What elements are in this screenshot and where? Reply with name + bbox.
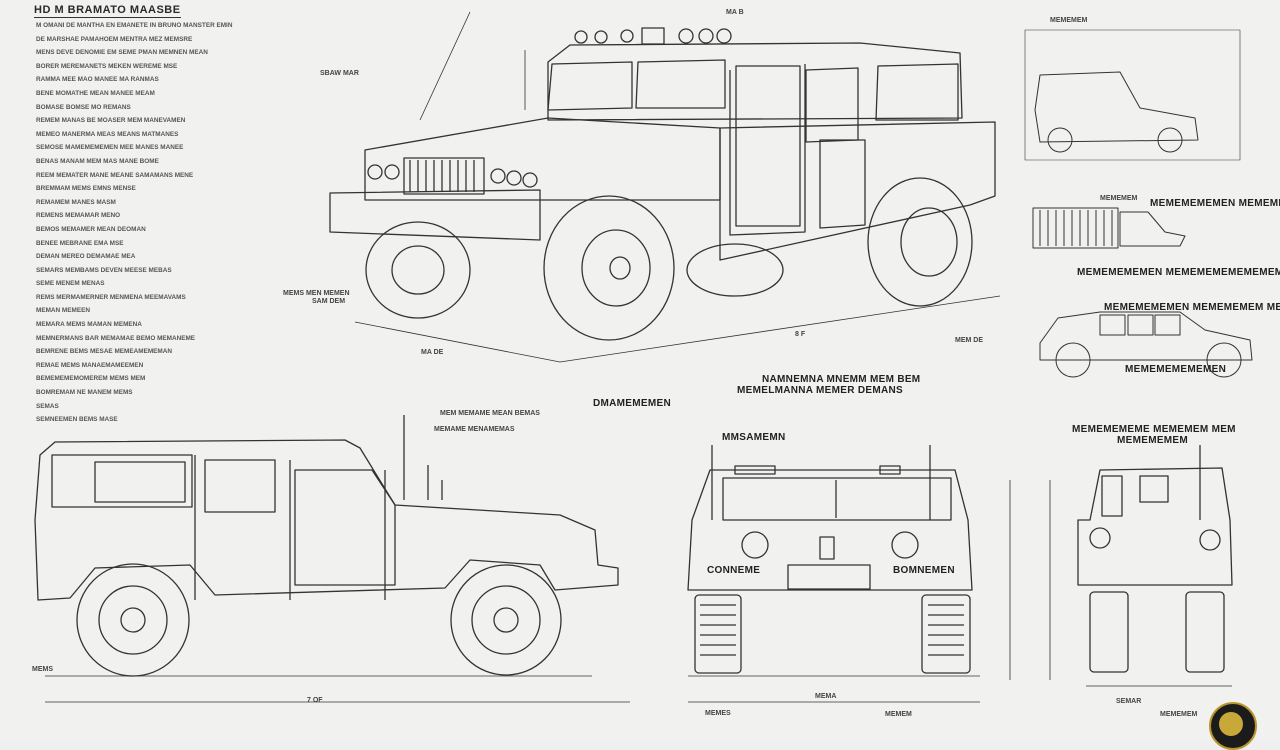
spec-line: M OMANI DE MANTHA EN EMANETE IN BRUNO MA… xyxy=(36,22,233,29)
rear-dimension: SEMAR xyxy=(1116,698,1142,705)
spec-line: REMEM MANAS BE MOASER MEM MANEVAMEN xyxy=(36,117,186,125)
front-wheel-right-label: BOMNEMEN xyxy=(893,565,955,576)
seal-center xyxy=(1219,712,1243,736)
rear-view-subtitle: MEMEMEMEM xyxy=(1117,435,1189,446)
spec-line: SEMOSE MAMEMEMEMEN MEE MANES MANEE xyxy=(36,144,184,152)
side-dimension: 7 OF xyxy=(307,697,323,704)
spec-line: MEMNERMANS BAR MEMAMAE BEMO MEMANEME xyxy=(36,334,196,342)
spec-line: MEMAN MEMEEN xyxy=(36,307,90,315)
rear-view-vehicle xyxy=(1077,445,1233,687)
front-note-1: NAMNEMNA MNEMM MEM BEM xyxy=(762,374,921,385)
side-view-vehicle xyxy=(34,415,630,703)
inset-title-3: MEMEMEMEMEN MEMEMEMEM MEMAN xyxy=(1104,302,1280,313)
spec-line: DEMAN MEREO DEMAMAE MEA xyxy=(36,253,136,261)
side-note-2: MEMAME MENAMEMAS xyxy=(434,426,515,433)
front-foot: MEMES xyxy=(705,710,731,717)
spec-line: BORER MEREMANETS MEKEN WEREME MSE xyxy=(36,62,178,70)
spec-line: SEME MENEM MENAS xyxy=(36,280,105,288)
spec-line: BENAS MANAM MEM MAS MANE BOME xyxy=(36,157,159,165)
wheel-label: SBAW MAR xyxy=(320,70,359,77)
spec-line: MENS DEVE DENOMIE EM SEME PMAN MEMNEN ME… xyxy=(36,49,208,57)
spec-line: BEMOS MEMAMER MEAN DEOMAN xyxy=(36,225,146,233)
spec-line: BENEE MEBRANE EMA MSE xyxy=(36,239,124,247)
spec-list: M OMANI DE MANTHA EN EMANETE IN BRUNO MA… xyxy=(36,22,356,430)
perspective-vehicle xyxy=(329,11,1001,363)
inset-views xyxy=(1024,29,1253,378)
front-dimension: MEMA xyxy=(815,693,837,700)
spec-line: MEMEO MANERMA MEAS MEANS MATMANES xyxy=(36,130,179,138)
inset-title-4: MEMEMEMEMEMEN xyxy=(1125,364,1227,375)
bottom-mid-dimension: MEMEM xyxy=(885,711,912,718)
spec-line: BREMMAM MEMS EMNS MENSE xyxy=(36,185,136,193)
rear-view-title: MEMEMEMEME MEMEMEM MEM xyxy=(1072,424,1236,435)
spec-line: REEM MEMATER MANE MEANE SAMAMANS MENE xyxy=(36,171,194,179)
spec-line: SEMNEEMEN BEMS MASE xyxy=(36,416,118,424)
spec-line: REMENS MEMAMAR MENO xyxy=(36,212,121,220)
front-view-title: MMSAMEMN xyxy=(722,432,786,443)
spec-line: DE MARSHAE PAMAHOEM MENTRA MEZ MEMSRE xyxy=(36,35,193,43)
inset-foot: MEMEMEM xyxy=(1100,195,1138,202)
top-dimension: MA B xyxy=(726,9,744,16)
left-header: DMAMEMEMEN xyxy=(593,398,671,409)
spec-line: SEMARS MEMBAMS DEVEN MEESE MEBAS xyxy=(36,266,172,274)
spec-line: BEMEMEMEMOMEREM MEMS MEM xyxy=(36,375,146,383)
spec-line: RAMMA MEE MAO MANEE MA RANMAS xyxy=(36,76,159,84)
inset-title-1: MEMEMEMEMEN MEMEMEM xyxy=(1150,198,1280,209)
side-callout-2: SAM DEM xyxy=(312,298,346,305)
spec-line: REMAE MEMS MANAEMAMEEMEN xyxy=(36,361,144,369)
inset-title-2: MEMEMEMEMEN MEMEMEMEMEMEMEM xyxy=(1077,267,1280,278)
dimension-b: MA DE xyxy=(421,349,444,356)
front-view-vehicle xyxy=(687,445,1051,703)
front-wheel-left-label: CONNEME xyxy=(707,565,761,576)
top-right-dimension: MEMEMEM xyxy=(1050,17,1088,24)
seal-emblem xyxy=(1209,702,1257,750)
rear-foot: MEMEMEM xyxy=(1160,711,1198,718)
dimension-c: MEM DE xyxy=(955,337,983,344)
spec-line: BEMRENE BEMS MESAE MEMEAMEMEMAN xyxy=(36,348,172,356)
spec-line: REMAMEM MANES MASM xyxy=(36,198,116,206)
spec-line: SEMAS xyxy=(36,402,59,410)
sheet-title: HD M BRAMATO MAASBE xyxy=(34,4,181,18)
spec-line: MEMARA MEMS MAMAN MEMENA xyxy=(36,321,142,329)
side-foot: MEMS xyxy=(32,666,53,673)
side-note-1: MEM MEMAME MEAN BEMAS xyxy=(440,410,540,417)
dimension-a: 8 F xyxy=(795,331,806,338)
side-callout-1: MEMS MEN MEMEN xyxy=(283,290,350,297)
front-note-2: MEMELMANNA MEMER DEMANS xyxy=(737,385,903,396)
spec-line: REMS MERMAMERNER MENMENA MEEMAVAMS xyxy=(36,293,186,301)
spec-line: BOMASE BOMSE MO REMANS xyxy=(36,103,131,111)
spec-line: BENE MOMATHE MEAN MANEE MEAM xyxy=(36,89,155,97)
spec-line: BOMREMAM NE MANEM MEMS xyxy=(36,389,133,397)
